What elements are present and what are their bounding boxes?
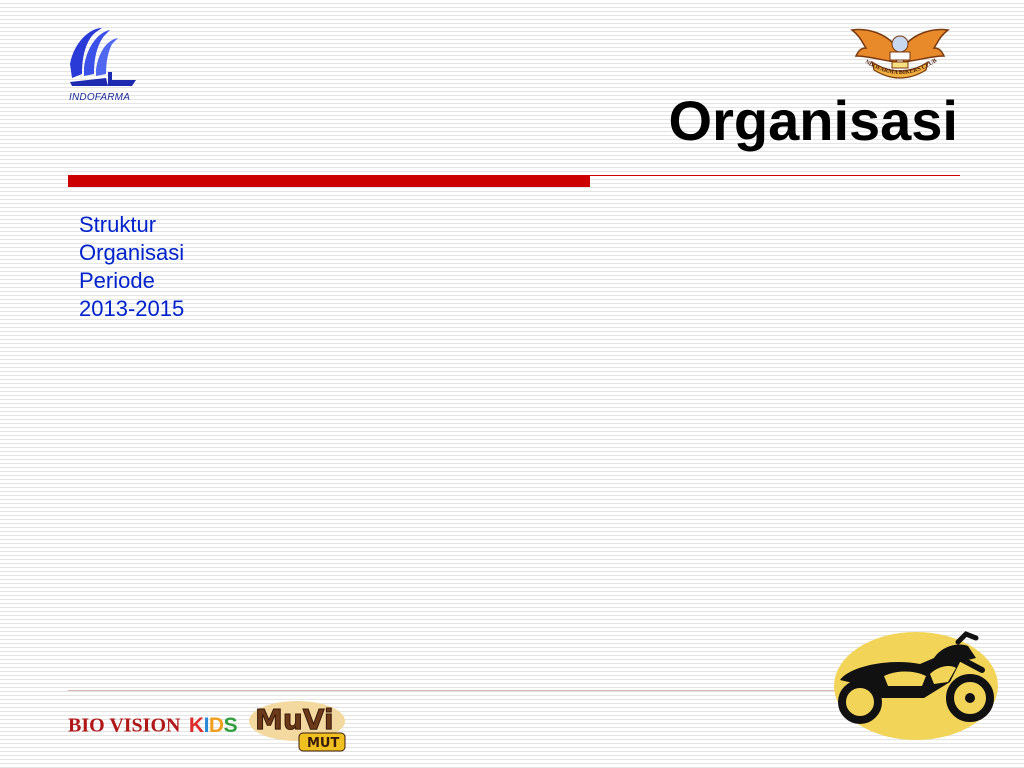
svg-text:MuVi: MuVi <box>255 703 334 736</box>
motorcycle-icon <box>834 631 998 740</box>
page-title: Organisasi <box>668 89 958 152</box>
motorcycle-decoration <box>830 628 1000 746</box>
muvi-logo: MuVi MUT <box>247 697 351 753</box>
biovision-logo-text: BIO VISION <box>68 714 181 737</box>
title-divider-thin <box>590 175 960 176</box>
body-line: 2013-2015 <box>79 296 185 321</box>
indofarma-logo: INDOFARMA <box>66 24 142 106</box>
biovision-kids-logo: BIO VISION KIDS <box>68 714 238 742</box>
body-text-block: Struktur Organisasi Periode 2013-2015 <box>79 211 184 323</box>
muvi-logo-icon: MuVi MUT <box>249 701 346 752</box>
body-line: Struktur <box>79 212 157 237</box>
bikers-club-emblem-icon: INDOFARMA BIKERS CLUB <box>849 18 950 79</box>
footer-divider <box>68 690 960 691</box>
indofarma-logo-caption: INDOFARMA <box>69 92 131 103</box>
body-line: Organisasi <box>79 240 185 265</box>
svg-text:MUT: MUT <box>307 736 339 751</box>
body-line: Periode <box>79 268 155 293</box>
bikers-club-logo: INDOFARMA BIKERS CLUB <box>849 18 950 84</box>
kids-logo: KIDS <box>188 714 238 737</box>
indofarma-logo-icon <box>70 28 136 86</box>
title-divider-thick <box>68 175 590 187</box>
